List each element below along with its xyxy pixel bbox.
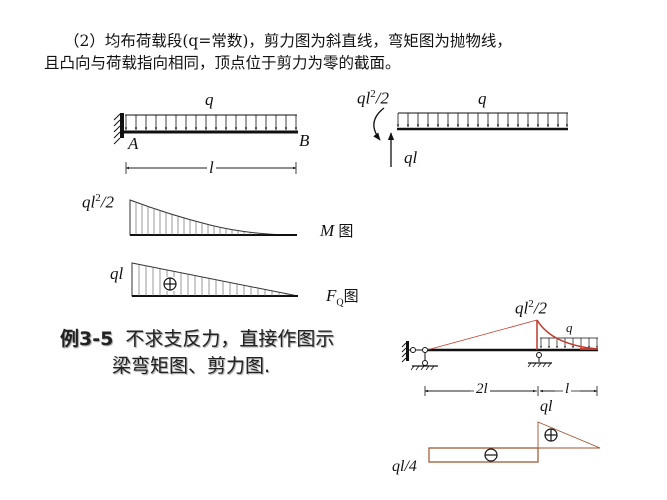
cantilever-load-label: q: [205, 90, 214, 109]
sign-circles: [163, 277, 558, 462]
cantilever-beam: [113, 113, 298, 174]
span-label: l: [207, 158, 216, 178]
overhang-load-label: q: [566, 320, 573, 335]
reaction-label: ql: [404, 148, 418, 167]
span-2l-label: 2l: [474, 381, 490, 398]
overhang-moment-curve: [426, 319, 599, 351]
end-b-label: B: [299, 131, 310, 150]
moment-value-label: ql2/2: [82, 192, 114, 212]
free-body-diagram: [373, 107, 569, 167]
moment-diagram-title: M 图: [320, 221, 354, 240]
shear-diagram-title: FQ图: [326, 286, 359, 309]
paragraph-line-1: （2）均布荷载段(q=常数)，剪力图为斜直线，弯矩图为抛物线，: [64, 32, 512, 50]
overhang-shear-diagram: [428, 421, 601, 463]
moment-diagram: [129, 199, 298, 236]
example-statement: 例3-5 不求支反力，直接作图示 梁弯矩图、剪力图.: [60, 326, 334, 380]
moment-arc-icon: [373, 107, 385, 141]
example-line-1: 不求支反力，直接作图示: [125, 328, 335, 350]
example-title: 例3-5: [60, 328, 114, 350]
free-body-load-label: q: [478, 89, 487, 108]
span-l-label: l: [563, 381, 572, 398]
peak-moment-label: ql2/2: [515, 298, 547, 318]
paragraph-line-2: 且凸向与荷载指向相同，顶点位于剪力为零的截面。: [44, 54, 401, 72]
shear-value-label: ql: [110, 264, 124, 283]
support-a-label: A: [128, 134, 139, 153]
shear-diagram: [131, 262, 299, 297]
principle-paragraph: （2）均布荷载段(q=常数)，剪力图为斜直线，弯矩图为抛物线， 且凸向与荷载指向…: [44, 30, 512, 74]
overhang-beam: [401, 319, 599, 396]
shear-positive-label: ql: [540, 398, 553, 415]
free-body-moment-label: ql2/2: [357, 88, 389, 108]
example-line-2: 梁弯矩图、剪力图.: [112, 355, 271, 377]
shear-negative-label: ql/4: [392, 458, 417, 475]
